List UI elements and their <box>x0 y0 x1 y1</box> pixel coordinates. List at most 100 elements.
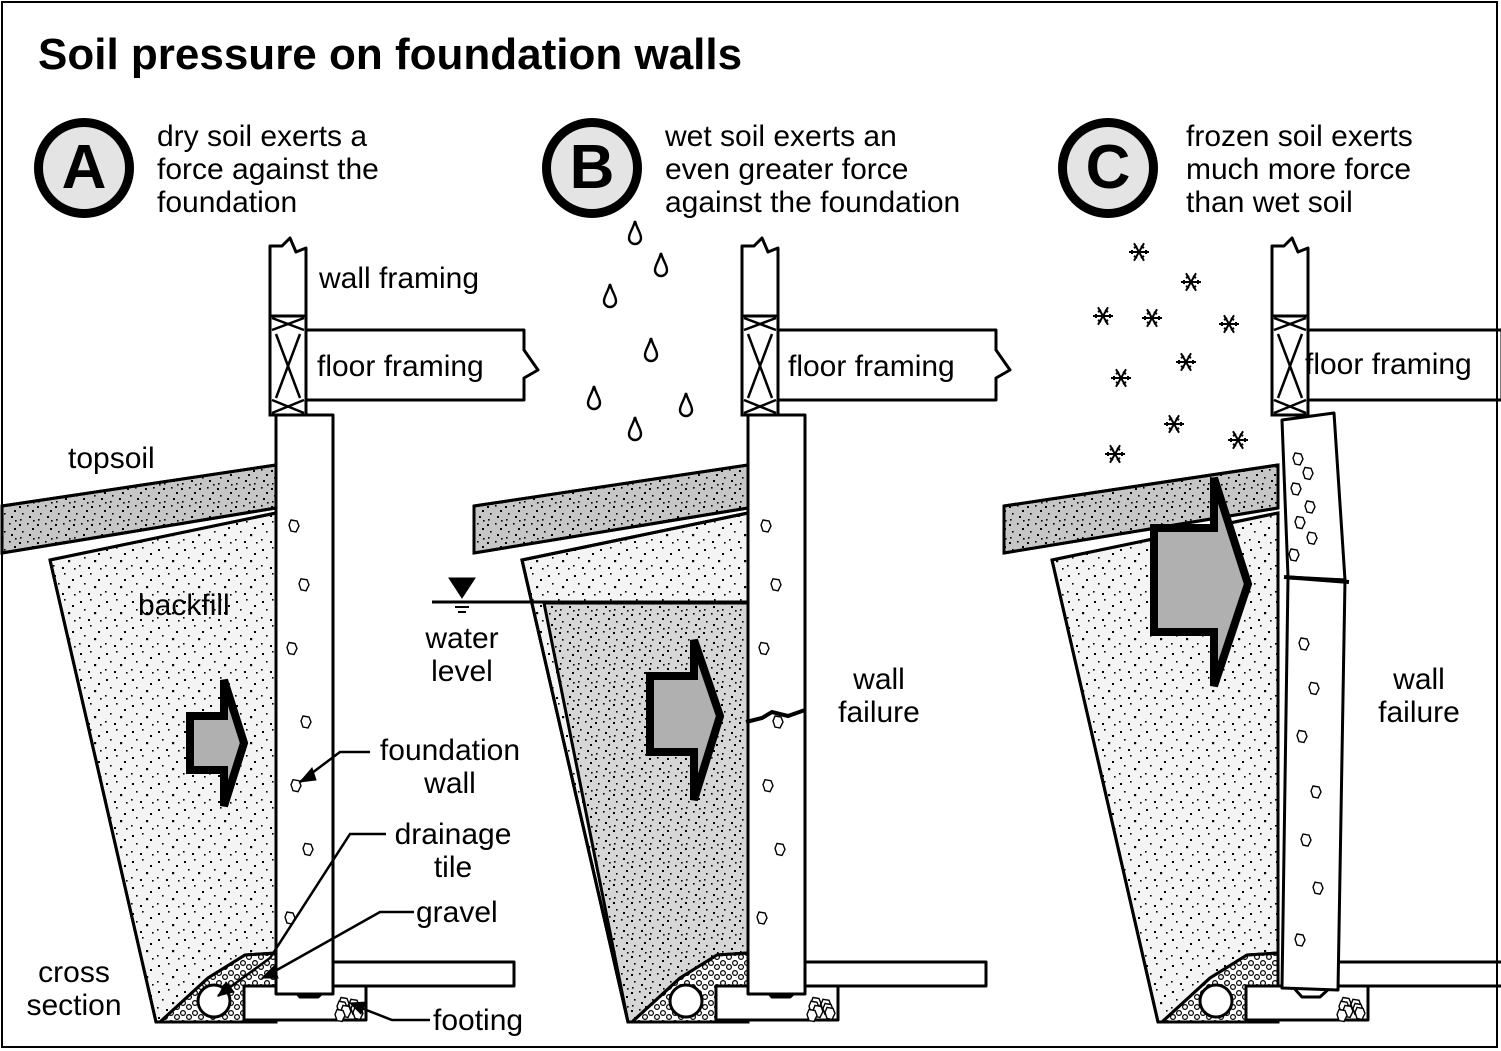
wall-aggregate <box>762 779 774 793</box>
topsoil-layer-texture <box>1002 463 1280 555</box>
panel-a-badge: A <box>34 118 134 218</box>
snowflake-icon <box>1092 306 1114 326</box>
label-wall-failure: wall failure <box>820 663 938 729</box>
panel-c-description: frozen soil exerts much more force than … <box>1186 120 1413 219</box>
label-line: failure <box>838 696 920 729</box>
panel-c-badge: C <box>1058 118 1158 218</box>
footing-aggregate <box>806 1008 818 1023</box>
wall-aggregate <box>1288 548 1300 562</box>
label-wall-failure: wall failure <box>1360 663 1478 729</box>
wall-crack <box>1283 575 1350 584</box>
wall-aggregate <box>1294 515 1306 530</box>
wall-aggregate <box>756 911 768 925</box>
wall-aggregate <box>1306 531 1318 545</box>
label-line: water <box>425 622 499 655</box>
wall-aggregate <box>1292 452 1304 466</box>
label-drainage-tile: drainage tile <box>386 818 520 884</box>
rim-cross <box>746 333 774 399</box>
label-water-level: water level <box>406 622 518 688</box>
wall-stud <box>1270 236 1310 318</box>
panel-a-description: dry soil exerts a force against the foun… <box>157 120 379 219</box>
diagram-title: Soil pressure on foundation walls <box>38 30 743 79</box>
raindrop-icon <box>586 385 602 411</box>
raindrop-icon <box>643 337 659 363</box>
plate-cross <box>1273 316 1307 332</box>
label-line: foundation <box>379 734 521 767</box>
label-line: cross <box>38 956 110 989</box>
footing-aggregate <box>824 1006 836 1021</box>
label-line: section <box>26 989 122 1022</box>
label-line: tile <box>433 851 473 884</box>
label-wall-framing: wall framing <box>319 262 480 295</box>
floor-slab <box>803 960 988 988</box>
snowflake-icon <box>1163 414 1185 434</box>
snowflake-icon <box>1128 242 1150 262</box>
snowflake-icon <box>1104 444 1126 464</box>
wall-aggregate <box>1290 482 1302 496</box>
raindrop-icon <box>627 416 643 442</box>
plate-cross <box>271 398 305 415</box>
label-cross-section: cross section <box>18 956 130 1022</box>
wall-aggregate <box>1308 681 1320 696</box>
wall-aggregate <box>772 715 784 729</box>
panel-b-description-line: even greater force <box>665 153 909 186</box>
leader-footing <box>355 1004 430 1022</box>
label-line: failure <box>1378 696 1460 729</box>
floor-slab <box>1333 960 1501 988</box>
label-line: wall <box>424 767 476 800</box>
floor-joist <box>776 328 1012 402</box>
leader-gravel <box>267 910 414 977</box>
leader-foundation-wall-arrowhead <box>298 767 317 783</box>
drainage-tile-pipe <box>668 983 704 1019</box>
raindrop-icon <box>653 252 669 278</box>
snowflake-icon <box>1180 272 1202 292</box>
raindrop-icon <box>678 392 694 418</box>
snowflake-icon <box>1175 352 1197 372</box>
snowflake-icon <box>1141 308 1163 328</box>
wall-aggregate <box>288 519 300 533</box>
foundation-wall <box>746 413 807 996</box>
panel-b-description-line: against the foundation <box>665 186 961 219</box>
label-topsoil: topsoil <box>68 442 155 475</box>
footing-aggregate <box>1354 1006 1366 1021</box>
wall-stud <box>268 236 308 318</box>
label-line: wall <box>1393 663 1445 696</box>
wall-aggregate <box>1300 833 1312 847</box>
label-foundation-wall: foundation wall <box>372 734 528 800</box>
footing-aggregate <box>334 1008 346 1023</box>
wall-crack <box>745 708 806 724</box>
pressure-arrow-icon <box>1150 476 1253 688</box>
leader-footing-arrowhead <box>348 1001 367 1015</box>
panel-a-description-line: dry soil exerts a <box>157 120 368 153</box>
plate-cross <box>743 316 777 332</box>
wall-aggregate <box>302 842 314 857</box>
leader-drainage-tile <box>217 832 386 998</box>
snowflake-icon <box>1218 314 1240 334</box>
floor-joist <box>1306 328 1501 402</box>
plate-cross <box>271 316 305 332</box>
wall-aggregate <box>1298 637 1310 651</box>
wall-aggregate <box>774 842 786 857</box>
wall-aggregate <box>1312 881 1324 895</box>
raindrop-icon <box>602 283 618 309</box>
rim-cross <box>274 333 302 399</box>
wall-aggregate <box>1296 729 1308 744</box>
wall-aggregate <box>1294 933 1306 947</box>
leader-gravel-arrowhead <box>260 965 279 979</box>
floor-slab <box>331 960 516 988</box>
snowflake-icon <box>1110 368 1132 388</box>
wall-aggregate <box>290 779 302 793</box>
pressure-arrow-icon <box>186 678 249 808</box>
label-backfill: backfill <box>138 589 230 622</box>
panel-a-description-line: foundation <box>157 186 298 219</box>
panel-c-description-line: frozen soil exerts <box>1186 120 1413 153</box>
panel-b-description: wet soil exerts an even greater force ag… <box>665 120 960 219</box>
label-footing: footing <box>433 1004 524 1037</box>
label-line: wall <box>853 663 905 696</box>
label-floor-framing: floor framing <box>788 350 955 383</box>
footing-aggregate <box>1336 1008 1348 1023</box>
pressure-arrow-icon <box>646 638 725 802</box>
panel-b-description-line: wet soil exerts an <box>665 120 897 153</box>
foundation-wall <box>274 413 335 996</box>
